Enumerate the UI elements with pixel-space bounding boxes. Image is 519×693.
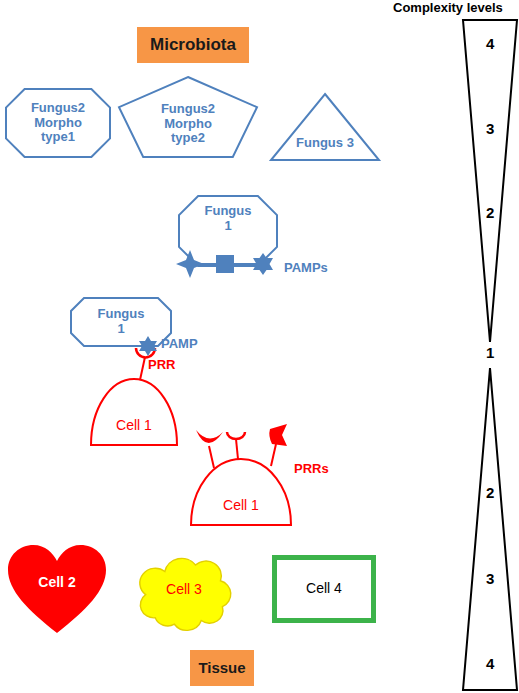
- fungus-pentagon: Fungus2 Morpho type2: [118, 76, 258, 158]
- node-label: Cell 1: [223, 498, 259, 514]
- pamp-star: [176, 250, 204, 278]
- prr-stalk: [271, 444, 276, 466]
- pamp-label: PAMP: [161, 337, 198, 351]
- node-label: Tissue: [198, 660, 245, 677]
- node-label: Cell 2: [38, 575, 75, 591]
- prr-stalk: [140, 357, 145, 380]
- node-label: Fungus2 Morpho type1: [23, 101, 93, 145]
- node-label: Fungus 1: [201, 204, 256, 233]
- pamp-star: [139, 336, 157, 356]
- cell-frame: Cell 4: [272, 555, 376, 623]
- level-number: 3: [486, 571, 494, 588]
- prr-stalk: [236, 439, 238, 459]
- level-number: 1: [486, 345, 494, 362]
- pamp-star: [253, 253, 273, 275]
- prr-receptor: [196, 430, 223, 443]
- node-label: Cell 3: [166, 582, 202, 598]
- level-number: 2: [486, 485, 494, 502]
- prr-receptor: [269, 424, 287, 446]
- cell-dome-outline: [190, 458, 292, 526]
- prr-receptor: [136, 348, 155, 358]
- cell-dome: Cell 1: [190, 458, 292, 526]
- prr-stalk: [209, 446, 214, 468]
- fungus-octagon: Fungus 1: [70, 297, 172, 347]
- level-number: 2: [486, 205, 494, 222]
- cell-dome-outline: [90, 378, 178, 446]
- pamp-label: PAMPs: [284, 261, 328, 275]
- cell-heart: Cell 2: [8, 545, 106, 635]
- level-number: 4: [486, 36, 494, 53]
- level-number: 3: [486, 121, 494, 138]
- fungus-octagon: Fungus2 Morpho type1: [5, 88, 111, 158]
- complexity-triangle: [463, 20, 517, 342]
- complexity-triangle: [463, 368, 517, 690]
- prr-receptor: [227, 432, 245, 439]
- level-box: Tissue: [190, 650, 254, 686]
- node-label: Cell 1: [116, 418, 152, 434]
- fungus-triangle: Fungus 3: [270, 93, 380, 161]
- node-label: Microbiota: [150, 35, 236, 54]
- prr-label: PRR: [148, 358, 175, 372]
- prr-label: PRRs: [294, 462, 329, 476]
- axis-title: Complexity levels: [393, 1, 503, 15]
- fungus-octagon: Fungus 1: [178, 195, 278, 267]
- level-number: 4: [486, 656, 494, 673]
- node-label: Cell 4: [306, 581, 342, 597]
- pamp-square: [216, 255, 234, 273]
- level-box: Microbiota: [137, 27, 249, 63]
- cell-dome: Cell 1: [90, 378, 178, 446]
- fungus-triangle-outline: [270, 93, 380, 161]
- pamp-stalk: [186, 263, 268, 265]
- cell-cloud: Cell 3: [136, 553, 232, 627]
- node-label: Fungus2 Morpho type2: [153, 102, 223, 146]
- node-label: Fungus 1: [94, 307, 149, 336]
- node-label: Fungus 3: [296, 136, 354, 151]
